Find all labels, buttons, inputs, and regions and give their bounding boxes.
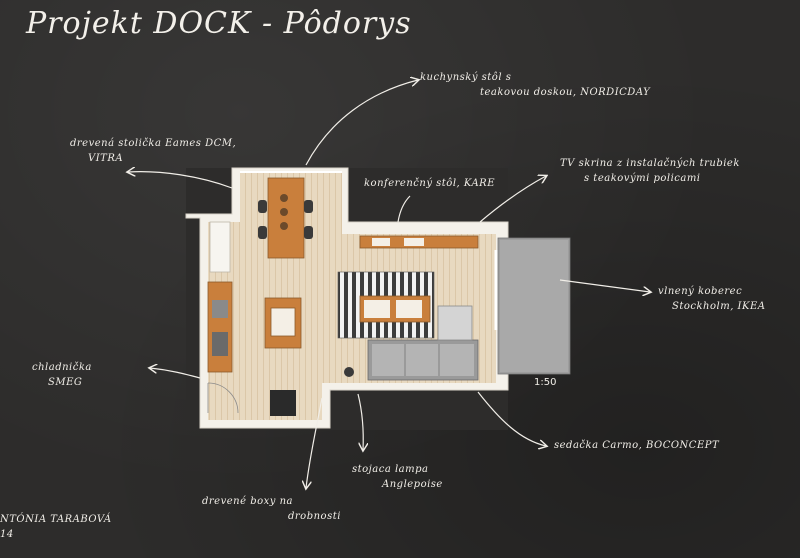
label-sofa: sedačka Carmo, BOCONCEPT: [554, 438, 719, 453]
tv-unit: [359, 235, 479, 249]
sofa: [367, 305, 479, 381]
label-fridge-line1: chladnička: [32, 362, 92, 373]
wood-boxes: [270, 390, 296, 416]
door-swing: [207, 382, 239, 414]
label-kitchen-table-line2: teakovou doskou, NORDICDAY: [480, 87, 651, 98]
label-author-line2: 14: [0, 529, 14, 540]
kitchen-table: [258, 177, 313, 259]
label-floor-lamp: stojaca lampa Anglepoise: [352, 462, 443, 492]
label-rug-line2: Stockholm, IKEA: [672, 301, 766, 312]
label-rug: vlnený koberec Stockholm, IKEA: [658, 284, 766, 314]
label-wood-boxes: drevené boxy na drobnosti: [202, 494, 341, 524]
label-kitchen-table-line1: kuchynský stôl s: [420, 72, 512, 83]
label-eames-chair-line1: drevená stolička Eames DCM,: [70, 138, 237, 149]
scale-label: 1:50: [534, 377, 557, 388]
label-coffee-table: konferenčný stôl, KARE: [364, 176, 495, 191]
label-sofa-line1: sedačka Carmo, BOCONCEPT: [554, 440, 720, 451]
label-tv-unit-line1: TV skrina z instalačných trubiek: [560, 158, 740, 169]
kitchen-counter: [207, 221, 233, 373]
label-tv-unit: TV skrina z instalačných trubiek s teako…: [560, 156, 740, 186]
annotation-arrows: [128, 80, 650, 488]
floor-lamp: [344, 367, 354, 377]
label-fridge: chladnička SMEG: [32, 360, 92, 390]
label-author-line1: NTÓNIA TARABOVÁ: [0, 514, 112, 525]
label-fridge-line2: SMEG: [48, 377, 83, 388]
label-floor-lamp-line1: stojaca lampa: [352, 464, 429, 475]
label-rug-line1: vlnený koberec: [658, 286, 743, 297]
label-kitchen-table: kuchynský stôl s teakovou doskou, NORDIC…: [420, 70, 650, 100]
label-wood-boxes-line2: drobnosti: [288, 511, 341, 522]
label-floor-lamp-line2: Anglepoise: [382, 479, 443, 490]
rug: [337, 271, 435, 339]
label-wood-boxes-line1: drevené boxy na: [202, 496, 293, 507]
label-eames-chair-line2: VITRA: [88, 153, 124, 164]
label-coffee-table-line1: konferenčný stôl, KARE: [364, 178, 495, 189]
label-author: NTÓNIA TARABOVÁ 14: [0, 512, 112, 542]
kitchen-island: [264, 297, 302, 349]
page-title: Projekt DOCK - Pôdorys: [26, 6, 412, 41]
label-tv-unit-line2: s teakovými policami: [584, 173, 701, 184]
label-eames-chair: drevená stolička Eames DCM, VITRA: [70, 136, 236, 166]
